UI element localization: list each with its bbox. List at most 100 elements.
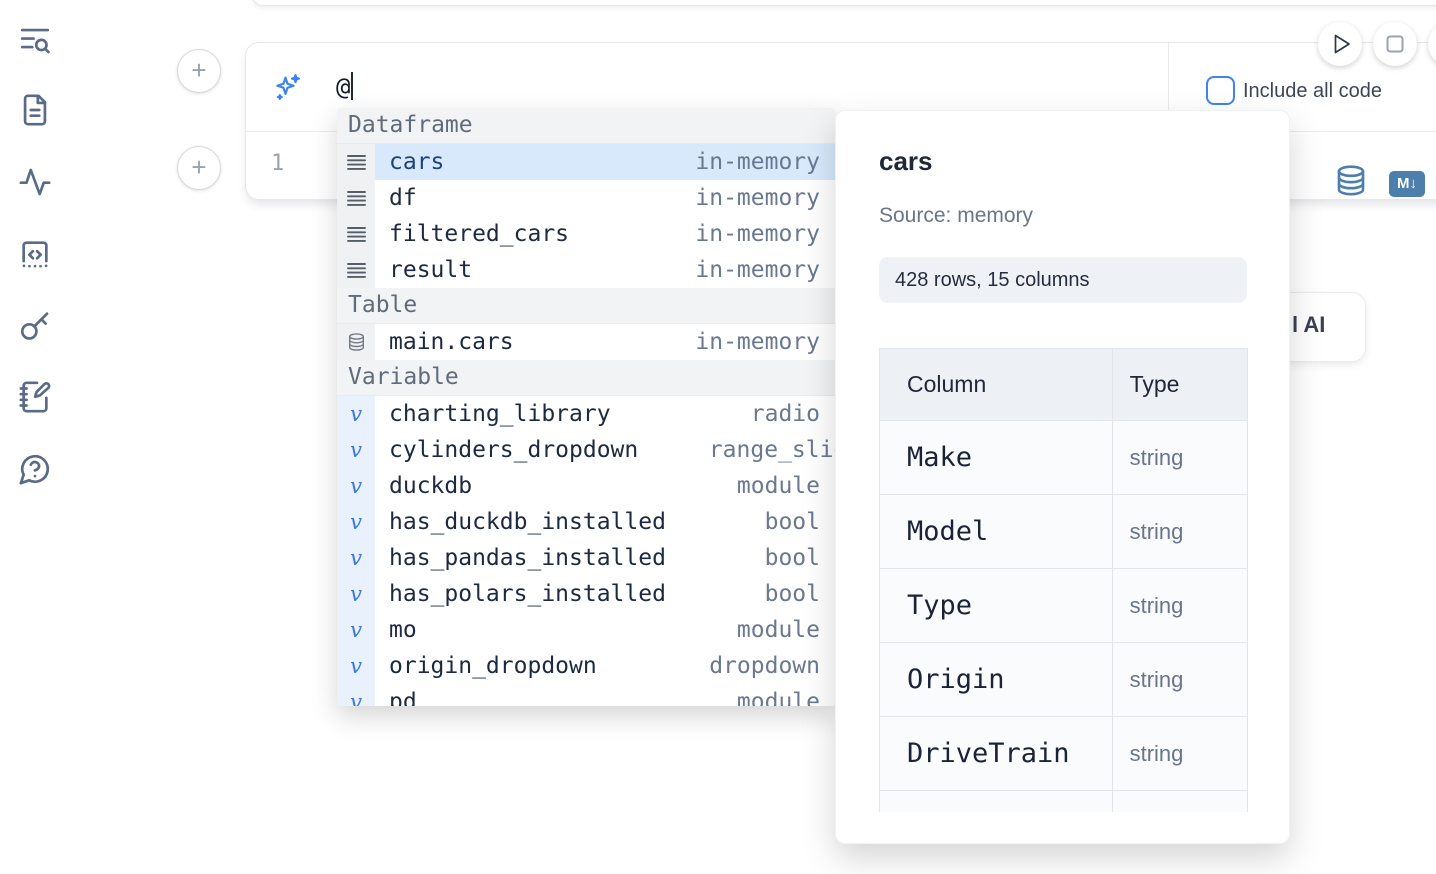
- autocomplete-item-name: has_duckdb_installed: [389, 509, 666, 535]
- schema-column-name: [879, 790, 1113, 812]
- add-cell-button-top[interactable]: +: [177, 49, 221, 93]
- autocomplete-item-type: dropdown: [709, 653, 820, 679]
- autocomplete-item-name: mo: [389, 617, 417, 643]
- sidebar-item-snippets-code[interactable]: [18, 237, 54, 273]
- autocomplete-item-type: in-memory: [695, 257, 820, 283]
- variable-icon: v: [337, 432, 375, 468]
- dataframe-icon: [337, 180, 375, 216]
- dataframe-preview-popup: cars Source: memory 428 rows, 15 columns…: [835, 110, 1290, 844]
- autocomplete-item-name: origin_dropdown: [389, 653, 597, 679]
- schema-column-name: Origin: [879, 642, 1113, 717]
- autocomplete-item-name: has_polars_installed: [389, 581, 666, 607]
- autocomplete-item[interactable]: filtered_cars in-memory: [337, 216, 835, 252]
- schema-column-type: string: [1111, 568, 1249, 643]
- schema-column-name: DriveTrain: [879, 716, 1113, 791]
- autocomplete-item-type: module: [736, 473, 820, 499]
- autocomplete-item-name: main.cars: [389, 329, 514, 355]
- stop-cell-button[interactable]: [1373, 22, 1417, 66]
- schema-column-name: Make: [879, 420, 1113, 495]
- snippets-code-icon: [22, 241, 48, 268]
- autocomplete-section-header: Table: [337, 288, 835, 324]
- table-icon: [337, 324, 375, 360]
- autocomplete-item[interactable]: df in-memory: [337, 180, 835, 216]
- autocomplete-item-type: range_slider: [708, 437, 835, 463]
- schema-column-name: Type: [879, 568, 1113, 643]
- schema-column-name: Model: [879, 494, 1113, 569]
- sidebar-item-file-text[interactable]: [18, 93, 54, 129]
- autocomplete-item-name: cars: [389, 149, 445, 175]
- line-number: 1: [271, 151, 285, 176]
- autocomplete-item-type: module: [736, 689, 820, 706]
- schema-column-type: string: [1111, 642, 1249, 717]
- schema-column-type: string: [1111, 420, 1249, 495]
- autocomplete-item[interactable]: cars in-memory: [337, 144, 835, 180]
- schema-column-header: Type: [1111, 348, 1249, 421]
- add-cell-button-bottom[interactable]: +: [177, 146, 221, 190]
- variable-icon: v: [337, 684, 375, 706]
- autocomplete-item-name: has_pandas_installed: [389, 545, 666, 571]
- ai-action-label: l AI: [1292, 312, 1326, 337]
- autocomplete-item-type: in-memory: [695, 149, 820, 175]
- key-icon: [20, 312, 49, 340]
- text-search-icon: [20, 28, 50, 54]
- schema-column-type: string: [1111, 494, 1249, 569]
- stop-icon: [1386, 35, 1404, 53]
- autocomplete-item-name: duckdb: [389, 473, 473, 499]
- autocomplete-item[interactable]: v cylinders_dropdown range_slider: [337, 432, 835, 468]
- shape-badge: 428 rows, 15 columns: [879, 257, 1247, 303]
- autocomplete-item[interactable]: v has_duckdb_installed bool: [337, 504, 835, 540]
- sidebar-item-help-chat[interactable]: [18, 452, 54, 488]
- include-all-code-checkbox[interactable]: [1206, 76, 1235, 105]
- autocomplete-item-name: pd: [389, 689, 417, 706]
- code-editor-row[interactable]: 1 M↓: [246, 132, 1436, 199]
- autocomplete-item-type: bool: [764, 581, 820, 607]
- autocomplete-item-name: cylinders_dropdown: [389, 437, 639, 463]
- schema-column-type: [1111, 790, 1249, 812]
- autocomplete-item[interactable]: main.cars in-memory: [337, 324, 835, 360]
- extra-cell-button[interactable]: [1428, 22, 1436, 66]
- schema-row: [879, 790, 1249, 812]
- variable-icon: v: [337, 540, 375, 576]
- sidebar-item-key[interactable]: [18, 308, 54, 344]
- ai-prompt-input[interactable]: @: [336, 67, 354, 101]
- autocomplete-item-type: bool: [764, 509, 820, 535]
- run-cell-button[interactable]: [1318, 22, 1362, 66]
- sidebar-item-notebook-pen[interactable]: [18, 380, 54, 416]
- autocomplete-item-type: in-memory: [695, 329, 820, 355]
- file-text-icon: [23, 94, 47, 126]
- database-icon[interactable]: [1336, 165, 1366, 197]
- popup-title: cars: [879, 146, 933, 176]
- dataframe-icon: [337, 144, 375, 180]
- variable-icon: v: [337, 396, 375, 432]
- autocomplete-item-name: df: [389, 185, 417, 211]
- autocomplete-section-header: Dataframe: [337, 108, 835, 144]
- previous-cell-edge: [252, 0, 1436, 6]
- autocomplete-item-type: in-memory: [695, 221, 820, 247]
- sidebar-item-activity[interactable]: [18, 165, 54, 201]
- schema-column-header: Column: [879, 348, 1113, 421]
- autocomplete-item-name: filtered_cars: [389, 221, 570, 247]
- sidebar-item-text-search[interactable]: [18, 23, 54, 59]
- autocomplete-item-type: in-memory: [695, 185, 820, 211]
- markdown-icon[interactable]: M↓: [1389, 171, 1425, 197]
- variable-icon: v: [337, 468, 375, 504]
- dataframe-icon: [337, 216, 375, 252]
- variable-icon: v: [337, 504, 375, 540]
- autocomplete-item-name: charting_library: [389, 401, 611, 427]
